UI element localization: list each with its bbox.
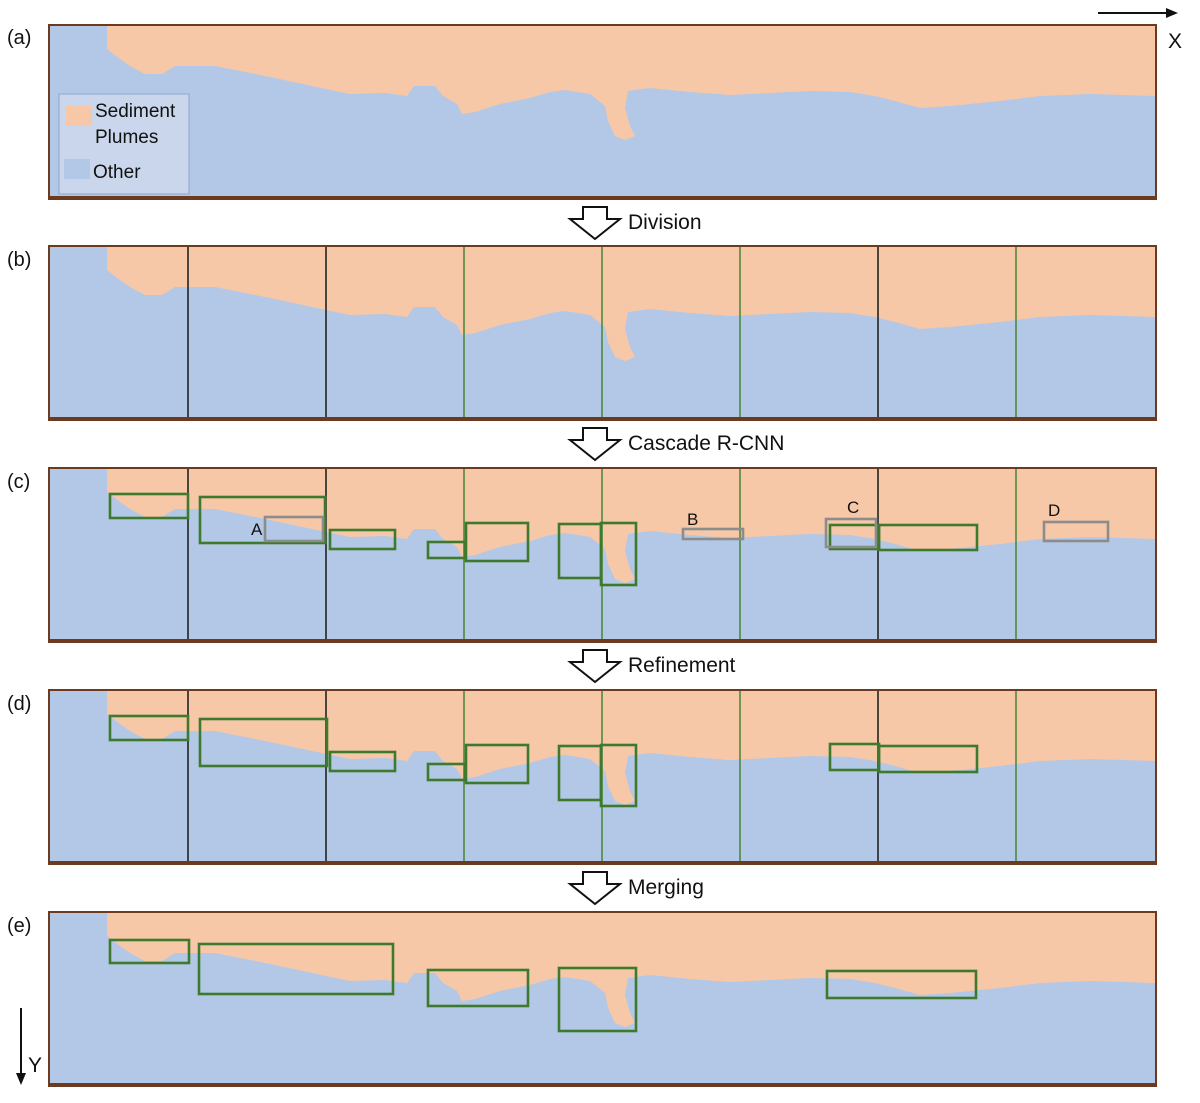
- panel-label: (d): [7, 693, 31, 715]
- detection-box: [108, 492, 190, 520]
- detection-box: [877, 523, 979, 552]
- step-label: Cascade R-CNN: [628, 432, 784, 455]
- down-arrow-icon: [567, 871, 623, 906]
- panel-label: (e): [7, 915, 31, 937]
- panel-image: [50, 691, 1155, 861]
- detection-box: [328, 528, 397, 551]
- panel-image: [50, 247, 1155, 417]
- step-d: Merging: [567, 871, 704, 906]
- detection-box: [877, 744, 979, 774]
- legend-label-other: Other: [93, 162, 141, 183]
- detection-box: [464, 743, 530, 785]
- detection-box: [557, 966, 638, 1033]
- step-label: Division: [628, 211, 702, 234]
- false-positive-box: [681, 527, 745, 541]
- panel-label: (b): [7, 249, 31, 271]
- down-arrow-icon: [567, 649, 623, 684]
- panel-d: [48, 689, 1157, 865]
- legend-label-plume: Sediment: [95, 101, 176, 122]
- x-axis-label: X: [1168, 30, 1182, 53]
- panel-e: [48, 911, 1157, 1087]
- step-a: Division: [567, 206, 702, 241]
- panel-image: A B C D: [50, 469, 1155, 639]
- detection-box: [198, 495, 327, 545]
- detection-box: [426, 968, 530, 1008]
- down-arrow-icon: [567, 427, 623, 462]
- x-axis-arrowhead-icon: [1166, 8, 1178, 18]
- y-axis-indicator: Y: [16, 1008, 42, 1085]
- panel-label: (c): [7, 471, 30, 493]
- step-c: Refinement: [567, 649, 736, 684]
- x-axis-indicator: X: [1098, 8, 1182, 53]
- y-axis-arrowhead-icon: [16, 1073, 26, 1085]
- detection-box: [464, 521, 530, 563]
- detection-box: [599, 743, 638, 808]
- false-positive-box: [824, 517, 878, 549]
- y-axis-label: Y: [28, 1054, 42, 1077]
- false-positive-label: D: [1048, 501, 1060, 520]
- panel-c: A B C D: [48, 467, 1157, 643]
- panel-label: (a): [7, 27, 31, 49]
- step-label: Merging: [628, 876, 704, 899]
- detection-box: [825, 969, 978, 1000]
- detection-box: [328, 750, 397, 773]
- legend-label-plume: Plumes: [95, 127, 158, 148]
- false-positive-label: C: [847, 498, 859, 517]
- legend-swatch-plume: [66, 106, 92, 126]
- panel-b: [48, 245, 1157, 421]
- false-positive-label: A: [251, 520, 263, 539]
- false-positive-box: [263, 515, 325, 543]
- detection-box: [108, 714, 190, 742]
- false-positive-label: B: [687, 510, 698, 529]
- detection-box: [198, 717, 329, 768]
- detection-box: [599, 521, 638, 587]
- down-arrow-icon: [567, 206, 623, 241]
- detection-box: [197, 942, 395, 996]
- false-positive-box: [1042, 520, 1110, 543]
- legend-swatch-other: [64, 159, 90, 179]
- step-b: Cascade R-CNN: [567, 427, 784, 462]
- detection-box: [108, 938, 191, 965]
- step-label: Refinement: [628, 654, 736, 677]
- panel-image: [50, 913, 1155, 1083]
